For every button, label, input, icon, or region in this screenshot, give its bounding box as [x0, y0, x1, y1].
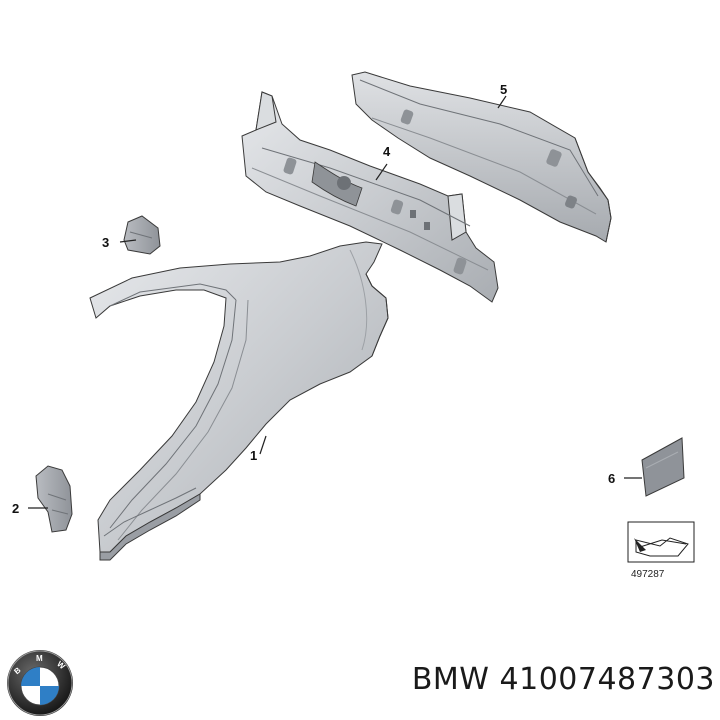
diagram-number: 497287 [631, 569, 665, 580]
callout-5: 5 [500, 82, 507, 97]
part-3-bracket [123, 215, 161, 255]
bmw-roundel-logo: B M W [7, 650, 73, 716]
part-2-bracket [35, 465, 73, 533]
part-number: 41007487303 [499, 662, 715, 697]
callout-lines [28, 95, 642, 509]
svg-text:B: B [12, 665, 22, 676]
svg-text:W: W [55, 659, 67, 671]
brand-name: BMW [411, 662, 490, 697]
diagram-id-box [627, 521, 695, 563]
callout-2: 2 [12, 501, 19, 516]
callout-3: 3 [102, 235, 109, 250]
svg-text:M: M [36, 654, 43, 663]
part-6-pad [641, 437, 685, 497]
callout-4: 4 [383, 144, 391, 159]
part-caption: BMW 41007487303 [345, 662, 715, 697]
part-1-side-panel [89, 241, 389, 561]
callout-6: 6 [608, 471, 615, 486]
part-4-rear-panel [241, 91, 499, 303]
callout-1: 1 [250, 448, 257, 463]
part-5-upper-beam [351, 71, 612, 243]
